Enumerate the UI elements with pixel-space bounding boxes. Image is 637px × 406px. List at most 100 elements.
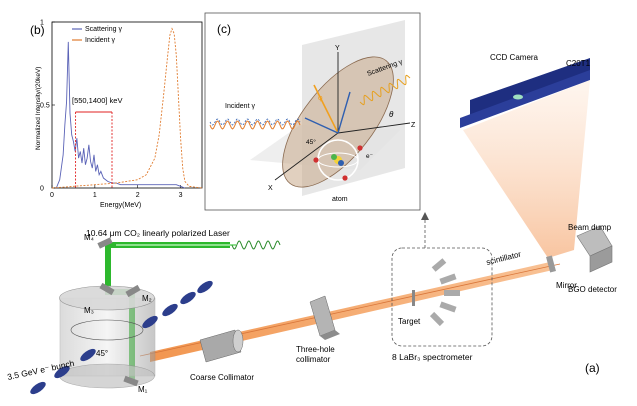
beam-dump-label: Beam dump xyxy=(568,223,612,232)
ccd-camera-face xyxy=(460,70,590,128)
three-hole-base xyxy=(320,330,340,340)
target-label: Target xyxy=(398,317,421,326)
x-tick-label-0: 0 xyxy=(50,192,54,199)
inset-connector-arrow xyxy=(421,212,429,220)
gamma-beam xyxy=(150,262,553,362)
electron-dot-2 xyxy=(357,145,363,151)
electron-bunches xyxy=(30,280,213,395)
atom-label: atom xyxy=(332,196,348,203)
x-axis xyxy=(274,132,339,181)
x-tick-label-1: 1 xyxy=(93,192,97,199)
ccd-model-label: C20T1 xyxy=(566,59,591,68)
chamber-body xyxy=(59,297,156,377)
y-tick-label-2: 1 xyxy=(40,20,44,27)
range-marker xyxy=(75,111,113,188)
beam-dump-side xyxy=(589,245,613,273)
scattering-diagram: (c) Y Z X Incident γ Scattering γ 45° θ … xyxy=(204,12,421,211)
incident-vector xyxy=(304,117,339,134)
mirror-m2 xyxy=(125,284,141,298)
detector-5 xyxy=(429,311,445,327)
legend: Scattering γ Incident γ xyxy=(72,26,122,44)
chamber-angle-label: 45° xyxy=(96,349,108,358)
target xyxy=(412,290,415,306)
polarization-vector xyxy=(313,84,339,134)
electron-bunch-1 xyxy=(54,365,70,379)
y-tick-label-1: 0.5 xyxy=(40,103,50,110)
axis-y-label: Y xyxy=(335,45,340,52)
scintillator-label: scintillator xyxy=(485,250,522,267)
mirror-m2-label: M₂ xyxy=(142,294,152,303)
chamber-plane xyxy=(70,319,144,341)
y-axis-label: Normalized Intensity/(20keV) xyxy=(35,67,42,150)
mirror-m3-label: M₃ xyxy=(84,306,94,315)
electron-bunch-4 xyxy=(162,303,178,317)
detector-4 xyxy=(439,301,457,313)
theta-label: θ xyxy=(389,110,394,119)
laser-wave xyxy=(231,240,281,250)
phi-label: φ xyxy=(318,95,323,102)
electron-dot-3 xyxy=(342,175,348,181)
incident-wave xyxy=(209,120,301,130)
ccd-label: CCD Camera xyxy=(490,53,539,62)
light-cone xyxy=(463,80,590,258)
mirror-m4 xyxy=(97,237,113,249)
electron-label: e⁻ xyxy=(366,153,374,160)
scattered-vector xyxy=(337,91,351,134)
nucleon-green xyxy=(331,154,337,160)
panel-b-label: (b) xyxy=(30,23,45,37)
bgo-label: BGO detector xyxy=(568,285,617,294)
coarse-collimator: Coarse Collimator xyxy=(190,329,254,382)
spectrometer-box xyxy=(391,247,493,347)
axis-ticks: 0 1 2 3 0 0.5 1 xyxy=(40,20,183,200)
three-hole-label-1: Three-hole xyxy=(296,345,335,354)
axis-z-label: Z xyxy=(411,122,416,129)
electron-bunch-0 xyxy=(30,381,46,395)
electron-bunch-6 xyxy=(197,280,213,294)
z-axis xyxy=(337,122,411,134)
electron-bunch-5 xyxy=(180,291,196,305)
ccd-spot xyxy=(513,94,523,100)
mirror-label: Mirror xyxy=(556,281,577,290)
detector-1 xyxy=(431,258,447,272)
y-tick-label-0: 0 xyxy=(40,186,44,193)
x-tick-label-2: 2 xyxy=(136,192,140,199)
chart-frame xyxy=(51,21,203,189)
mirror-m1 xyxy=(123,375,139,387)
series-line-1 xyxy=(51,27,203,189)
electron-dot-1 xyxy=(313,157,319,163)
ccd-camera xyxy=(470,58,590,116)
electron-bunch-3 xyxy=(142,315,158,329)
coarse-collimator-body xyxy=(199,329,242,363)
coarse-collimator-face xyxy=(232,329,244,353)
scattering-wave xyxy=(359,74,411,106)
coarse-collimator-label: Coarse Collimator xyxy=(190,373,254,382)
legend-scattering: Scattering γ xyxy=(85,26,122,33)
x-axis-label: Energy(MeV) xyxy=(100,202,141,209)
incident-wave-b xyxy=(209,118,301,126)
laser-segment-top xyxy=(105,242,230,255)
three-hole-collimator: Three-hole collimator xyxy=(296,295,340,364)
mirror-m1-label: M₁ xyxy=(138,385,148,394)
spectrometer-label: 8 LaBr₃ spectrometer xyxy=(392,352,473,362)
labr3-spectrometer: Target 8 LaBr₃ spectrometer xyxy=(391,247,493,362)
series-line-0 xyxy=(55,41,186,189)
detector-3 xyxy=(444,290,460,296)
chart-series xyxy=(51,27,203,189)
legend-incident: Incident γ xyxy=(85,37,115,44)
panel-a-label: (a) xyxy=(585,361,600,375)
interaction-chamber: 45° xyxy=(59,285,156,389)
beamline-setup: CCD Camera C20T1 10.64 μm CO₂ linearly p… xyxy=(6,53,617,395)
mirror-m4-label: M₄ xyxy=(84,233,94,242)
range-label: [550,1400] keV xyxy=(72,96,122,105)
angle-label: 45° xyxy=(306,138,316,146)
laser-label: 10.64 μm CO₂ linearly polarized Laser xyxy=(86,228,230,238)
three-hole-label-2: collimator xyxy=(296,355,331,364)
incident-label: Incident γ xyxy=(225,103,255,110)
scintillator xyxy=(546,255,556,273)
x-tick-label-3: 3 xyxy=(179,192,183,199)
panel-c-label: (c) xyxy=(217,22,231,36)
mirror-m3 xyxy=(99,282,115,296)
nucleon-blue xyxy=(338,160,344,166)
electron-bunch-2 xyxy=(80,348,96,362)
